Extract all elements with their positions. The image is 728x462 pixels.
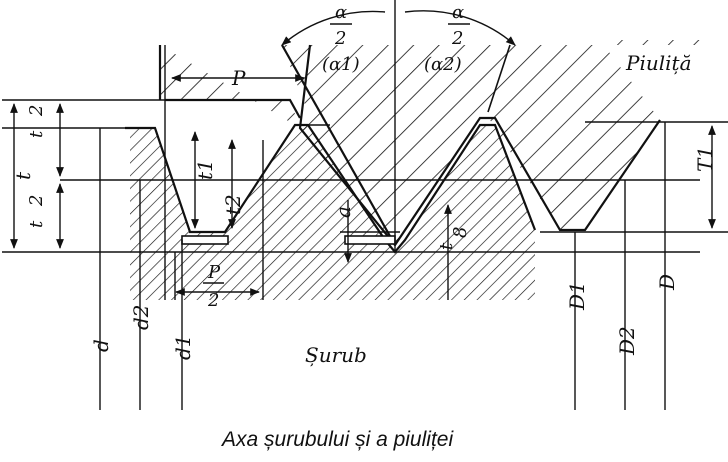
t2-label: t2 <box>221 194 245 215</box>
t8-den: 8 <box>450 227 471 238</box>
half-pitch-num: P <box>207 262 221 283</box>
d2-label: d2 <box>129 304 153 330</box>
alpha2-label: (α2) <box>424 54 462 75</box>
t-half-bottom-den: 2 <box>26 195 47 207</box>
d-label: d <box>89 339 113 352</box>
D-label: D <box>655 274 679 291</box>
alpha1-label: (α1) <box>322 54 360 75</box>
alpha-right-num: α <box>452 2 464 23</box>
nut-label: Piuliță <box>625 51 692 75</box>
dimension-arrows <box>10 10 716 300</box>
t-half-bottom-num: t <box>26 220 47 228</box>
nut-section <box>160 40 700 245</box>
alpha-right-den: 2 <box>451 28 463 49</box>
pitch-label: P <box>231 66 246 90</box>
D1-label: D1 <box>565 281 589 311</box>
T1-label: T1 <box>693 146 717 172</box>
screw-label: Șurub <box>305 343 367 367</box>
alpha-left-den: 2 <box>334 28 346 49</box>
t-label: t <box>11 171 35 180</box>
d1-label: d1 <box>171 334 195 360</box>
a-label: a <box>331 206 355 218</box>
alpha-left-num: α <box>335 2 347 23</box>
reference-lines <box>2 99 728 253</box>
half-pitch-den: 2 <box>207 290 219 311</box>
caption: Axa șurubului și a piuliței <box>220 428 454 451</box>
diameter-lines <box>99 0 666 410</box>
screw-outline <box>125 123 537 254</box>
t8-num: t <box>436 242 457 250</box>
t-half-top-den: 2 <box>26 105 47 117</box>
t1-label: t1 <box>193 159 217 180</box>
t-half-top-num: t <box>26 130 47 138</box>
D2-label: D2 <box>615 326 639 356</box>
screw-section <box>130 125 535 300</box>
